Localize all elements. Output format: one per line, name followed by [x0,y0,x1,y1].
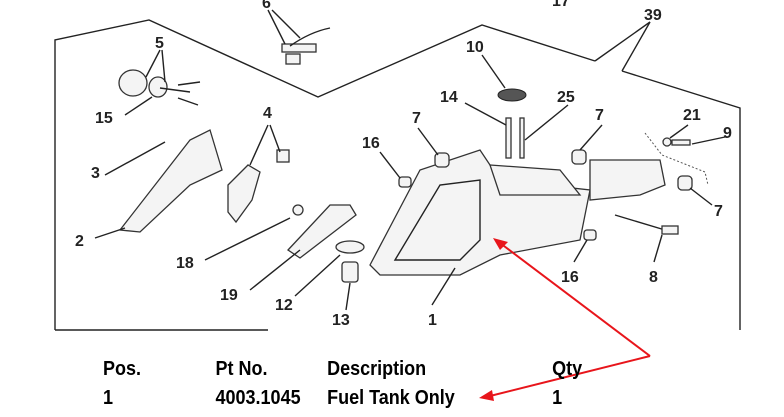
cell-part-no: 4003.1045 [215,387,301,409]
callout-5: 5 [155,35,164,52]
header-description: Description [327,358,427,380]
part-8-rod [614,214,679,263]
callout-8: 8 [649,269,658,286]
part-10-grommet [481,54,527,102]
callout-13: 13 [332,312,350,329]
callout-1: 1 [428,312,437,329]
callout-14: 14 [440,89,458,106]
callout-18: 18 [176,255,194,272]
parts-table-header: Pos. Pt No. Description Qty [103,355,606,384]
part-7-bushings [417,124,713,206]
part-2-handle [94,129,223,239]
part-6-shaft [267,9,331,65]
callout-10: 10 [466,39,484,56]
callout-21: 21 [683,107,701,124]
callout-7: 7 [595,107,604,124]
part-21-9-screw [644,124,726,186]
callout-9: 9 [723,125,732,142]
callout-25: 25 [557,89,575,106]
parts-table: Pos. Pt No. Description Qty 1 4003.1045 … [103,355,606,413]
cell-pos: 1 [103,387,114,409]
header-part-no: Pt No. [215,358,268,380]
header-pos: Pos. [103,358,142,380]
cell-qty: 1 [552,387,563,409]
cell-description: Fuel Tank Only [327,387,455,409]
callout-16: 16 [362,135,380,152]
callout-6: 6 [262,0,271,12]
callout-17: 17 [552,0,570,10]
callout-3: 3 [91,165,100,182]
leader-39b [621,21,651,72]
red-annotation-arrows [479,238,651,401]
part-1-fuel-tank [369,149,591,306]
part-14-25-hoses [464,102,569,159]
callout-12: 12 [275,297,293,314]
callout-39: 39 [644,7,662,24]
table-row: 1 4003.1045 Fuel Tank Only 1 [103,384,606,413]
part-13-mount [341,261,359,311]
callout-2: 2 [75,233,84,250]
assembly-outline-right [621,70,741,330]
part-4-trigger [227,124,290,224]
callout-7: 7 [412,110,421,127]
part-16-nuts [379,151,597,263]
assembly-outline [54,19,596,330]
callout-7: 7 [714,203,723,220]
header-qty: Qty [552,358,583,380]
part-12-ring [294,240,365,297]
part-19-lever [204,204,357,291]
leader-39a [594,21,651,62]
callout-16: 16 [561,269,579,286]
callout-15: 15 [95,110,113,127]
part-5-cap [118,49,201,116]
callout-4: 4 [263,105,272,122]
callout-19: 19 [220,287,238,304]
